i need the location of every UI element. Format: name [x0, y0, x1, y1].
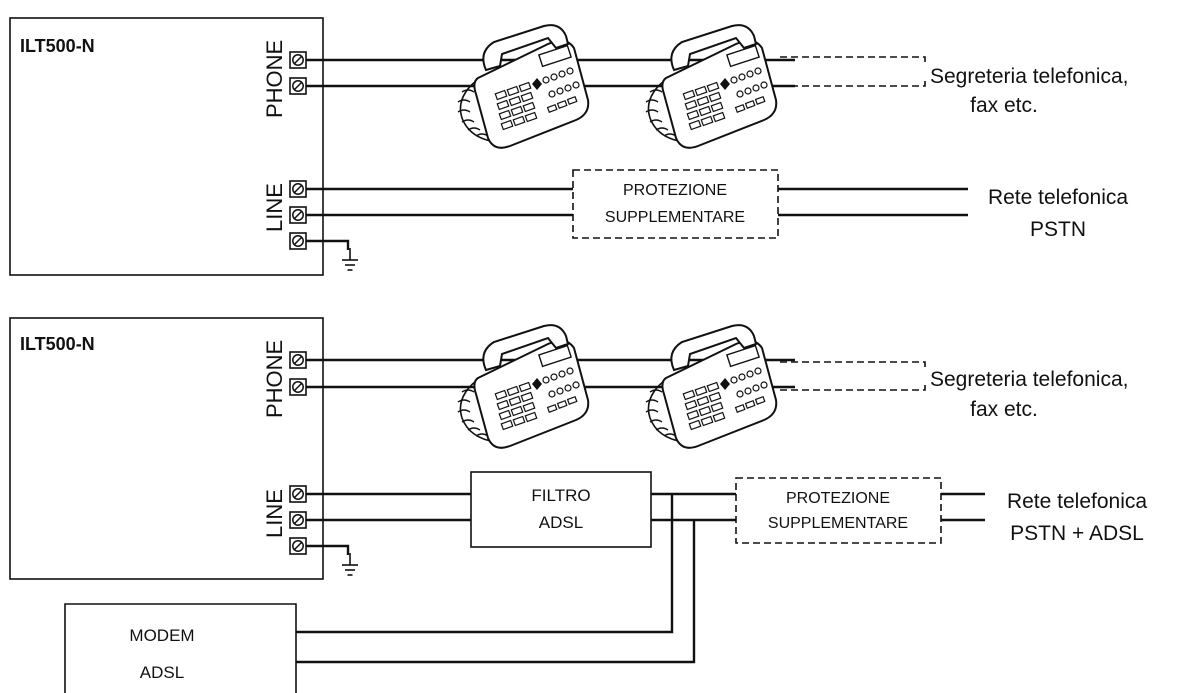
bottom-phone-terminal-2 [289, 378, 307, 396]
modem-wire-1 [296, 494, 674, 634]
bottom-protection-line-1: PROTEZIONE [786, 490, 890, 507]
adsl-filter-line-1: FILTRO [531, 486, 590, 505]
bottom-extra-devices-line-2: fax etc. [970, 398, 1038, 421]
top-telephone-2-icon [645, 24, 778, 149]
top-line-port-label: LINE [262, 183, 287, 232]
top-phone-terminal-2 [289, 77, 307, 95]
bottom-ground-icon [341, 552, 359, 576]
top-protection-line-2: SUPPLEMENTARE [605, 209, 745, 226]
top-network-line-2: PSTN [1030, 218, 1086, 241]
top-extra-devices-line-1: Segreteria telefonica, [930, 65, 1128, 88]
adsl-modem-box [64, 603, 297, 693]
top-protection-box [572, 169, 779, 239]
bottom-extra-devices-dashed-wire-2 [780, 384, 926, 391]
bottom-extra-devices-dashed-wire-1 [780, 361, 926, 370]
modem-wire-2 [296, 520, 696, 664]
bottom-phone-port-label: PHONE [262, 340, 287, 418]
top-extra-devices-dashed-wire-2 [780, 80, 926, 87]
top-network-line-1: Rete telefonica [988, 186, 1128, 209]
top-phone-terminal-1 [289, 51, 307, 69]
bottom-device-label: ILT500-N [20, 334, 95, 354]
bottom-network-line-2: PSTN + ADSL [1010, 522, 1144, 545]
top-phone-port-label: PHONE [262, 40, 287, 118]
bottom-phone-terminal-1 [289, 351, 307, 369]
top-ground-icon [341, 247, 359, 271]
bottom-protection-box [735, 477, 942, 544]
top-extra-devices-line-2: fax etc. [970, 94, 1038, 117]
bottom-protection-line-2: SUPPLEMENTARE [768, 515, 908, 532]
top-ground-terminal [289, 232, 307, 250]
top-device-label: ILT500-N [20, 36, 95, 56]
bottom-line-port-label: LINE [262, 489, 287, 538]
adsl-modem-line-2: ADSL [140, 663, 184, 682]
top-extra-devices-dashed-wire-1 [780, 56, 926, 64]
bottom-network-line-1: Rete telefonica [1007, 490, 1147, 513]
bottom-ground-wire [306, 544, 350, 555]
adsl-filter-box [470, 471, 652, 548]
top-line-terminal-1 [289, 180, 307, 198]
top-ilt500-unit-box [9, 17, 324, 276]
top-ground-wire [306, 239, 350, 250]
top-telephone-1-icon [457, 24, 590, 149]
bottom-ground-terminal [289, 537, 307, 555]
bottom-ilt500-unit-box [9, 317, 324, 580]
bottom-line-terminal-1 [289, 485, 307, 503]
bottom-extra-devices-line-1: Segreteria telefonica, [930, 368, 1128, 391]
top-protection-line-1: PROTEZIONE [623, 182, 727, 199]
adsl-modem-line-1: MODEM [129, 626, 194, 645]
top-diagram: ILT500-N PHONE LINE Segreteria telefonic… [9, 17, 1128, 276]
adsl-filter-line-2: ADSL [539, 513, 583, 532]
bottom-line-terminal-2 [289, 511, 307, 529]
bottom-diagram: ILT500-N PHONE LINE Segreteria telefonic… [9, 317, 1147, 693]
bottom-telephone-2-icon [645, 324, 778, 449]
bottom-telephone-1-icon [457, 324, 590, 449]
top-line-terminal-2 [289, 206, 307, 224]
